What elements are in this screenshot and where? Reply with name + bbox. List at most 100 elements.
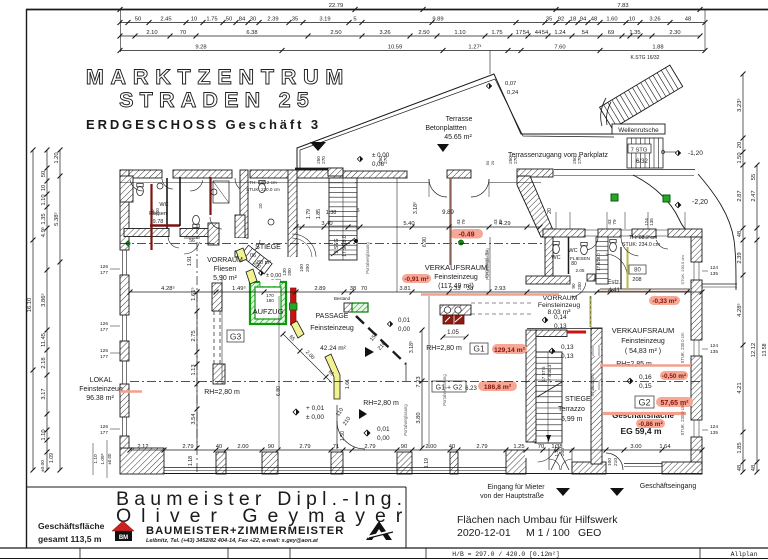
- svg-text:0,15: 0,15: [639, 383, 652, 390]
- svg-text:40: 40: [449, 444, 455, 450]
- svg-text:RH=2,80 m: RH=2,80 m: [204, 389, 240, 396]
- svg-text:Estz.: Estz.: [607, 280, 621, 286]
- svg-text:270: 270: [513, 156, 518, 164]
- svg-text:57,65 m²: 57,65 m²: [660, 400, 689, 407]
- svg-text:135: 135: [649, 218, 654, 226]
- svg-text:1.35: 1.35: [629, 30, 640, 36]
- svg-text:Eingang für Mieter: Eingang für Mieter: [487, 484, 545, 491]
- svg-text:2020-12-01: 2020-12-01: [457, 527, 511, 539]
- svg-text:-0,33 m²: -0,33 m²: [652, 298, 676, 305]
- svg-text:79: 79: [461, 219, 466, 225]
- svg-text:1.91: 1.91: [187, 256, 193, 266]
- svg-text:Portalvergl. Rü: Portalvergl. Rü: [484, 249, 489, 277]
- svg-text:1.18: 1.18: [188, 456, 194, 466]
- svg-text:WC: WC: [551, 255, 560, 261]
- svg-text:STIEGE: STIEGE: [565, 396, 591, 403]
- svg-text:10.59: 10.59: [388, 44, 403, 50]
- svg-text:8.03 m²: 8.03 m²: [547, 309, 571, 316]
- svg-text:± 0,00: ± 0,00: [306, 414, 324, 421]
- svg-text:48: 48: [591, 16, 597, 22]
- svg-text:54: 54: [582, 30, 589, 36]
- svg-text:2.79: 2.79: [364, 444, 375, 450]
- svg-text:STRADEN 25: STRADEN 25: [119, 88, 315, 112]
- svg-text:Geschäftsfläche: Geschäftsfläche: [612, 411, 674, 420]
- svg-text:0,13: 0,13: [561, 353, 574, 360]
- svg-text:STUK: 230.0 cm: STUK: 230.0 cm: [246, 187, 280, 192]
- svg-text:44: 44: [535, 30, 542, 36]
- svg-text:70: 70: [538, 444, 544, 450]
- svg-text:250: 250: [572, 156, 577, 164]
- svg-text:1.60: 1.60: [606, 16, 617, 22]
- svg-text:PASSAGE: PASSAGE: [316, 313, 349, 320]
- svg-text:0,14: 0,14: [554, 314, 567, 321]
- svg-text:17.9/28.0: 17.9/28.0: [596, 253, 601, 271]
- svg-text:5.38⁵: 5.38⁵: [53, 212, 60, 226]
- svg-text:56: 56: [189, 238, 195, 244]
- svg-text:80: 80: [150, 209, 155, 215]
- svg-text:5: 5: [356, 208, 359, 214]
- svg-text:0,00: 0,00: [377, 435, 390, 442]
- svg-text:79: 79: [498, 219, 503, 225]
- svg-text:2.79: 2.79: [299, 444, 310, 450]
- svg-text:5.40: 5.40: [403, 221, 414, 227]
- svg-text:71: 71: [333, 444, 339, 450]
- svg-text:1.24: 1.24: [554, 30, 566, 36]
- svg-text:17: 17: [516, 30, 522, 36]
- svg-text:9 STG: 9 STG: [334, 239, 340, 254]
- svg-text:210: 210: [342, 416, 352, 427]
- svg-text:10: 10: [629, 16, 635, 22]
- svg-text:3.23⁵: 3.23⁵: [736, 98, 743, 112]
- svg-text:1.49⁵: 1.49⁵: [232, 285, 246, 292]
- svg-text:FLIESEN: FLIESEN: [570, 256, 591, 262]
- svg-text:2.10: 2.10: [146, 30, 157, 36]
- svg-text:2.00: 2.00: [425, 444, 436, 450]
- svg-text:LOKAL: LOKAL: [90, 377, 113, 384]
- svg-text:35: 35: [546, 16, 552, 22]
- svg-text:G1: G1: [473, 343, 485, 353]
- svg-text:-1,20: -1,20: [688, 150, 703, 157]
- svg-text:7 STG: 7 STG: [631, 148, 648, 154]
- svg-text:G2: G2: [638, 397, 650, 407]
- svg-text:1.10: 1.10: [41, 429, 47, 440]
- svg-text:WC: WC: [159, 202, 168, 208]
- svg-text:7.23: 7.23: [416, 376, 422, 387]
- svg-text:1.38: 1.38: [326, 210, 337, 216]
- svg-text:2.30: 2.30: [669, 30, 680, 36]
- svg-text:4.28⁵: 4.28⁵: [736, 303, 743, 317]
- svg-text:124: 124: [710, 424, 718, 430]
- svg-text:3.00: 3.00: [630, 444, 641, 450]
- svg-text:2.50: 2.50: [330, 30, 341, 36]
- svg-text:Feinsteinzeug: Feinsteinzeug: [538, 302, 581, 309]
- svg-text:22.79: 22.79: [329, 3, 344, 9]
- svg-text:STUK. 230.0 cm: STUK. 230.0 cm: [680, 332, 685, 363]
- svg-text:1.88: 1.88: [652, 44, 663, 50]
- svg-text:BAUMEISTER+ZIMMERMEISTER: BAUMEISTER+ZIMMERMEISTER: [146, 525, 344, 537]
- svg-text:0,24: 0,24: [507, 90, 519, 96]
- svg-text:± 0,00: ± 0,00: [372, 152, 390, 159]
- svg-text:Terrazzo: Terrazzo: [558, 406, 585, 413]
- svg-text:92: 92: [558, 16, 564, 22]
- svg-text:17.9/28.0: 17.9/28.0: [342, 235, 348, 257]
- svg-text:TH: 88.2 cm: TH: 88.2 cm: [629, 235, 657, 241]
- svg-text:48: 48: [737, 231, 743, 237]
- svg-text:3.18⁵: 3.18⁵: [409, 341, 415, 353]
- svg-text:210: 210: [613, 458, 619, 466]
- svg-text:1.10: 1.10: [93, 454, 99, 464]
- svg-text:STUK. 230.0 cm: STUK. 230.0 cm: [680, 255, 685, 285]
- svg-text:9.89: 9.89: [442, 210, 454, 216]
- svg-text:55: 55: [751, 174, 757, 180]
- svg-text:0,00: 0,00: [398, 326, 411, 333]
- svg-text:1.27¹: 1.27¹: [468, 44, 481, 50]
- svg-text:177: 177: [100, 354, 108, 360]
- svg-text:177: 177: [100, 327, 108, 333]
- svg-text:35: 35: [292, 16, 298, 22]
- svg-text:2.05: 2.05: [576, 268, 585, 273]
- svg-text:5,90 m²: 5,90 m²: [213, 275, 237, 282]
- svg-text:208: 208: [632, 277, 641, 283]
- svg-text:6.23: 6.23: [465, 386, 477, 392]
- svg-text:7.83: 7.83: [617, 3, 628, 9]
- svg-text:135: 135: [710, 430, 718, 436]
- svg-text:48: 48: [737, 465, 743, 471]
- svg-text:135: 135: [710, 271, 718, 277]
- svg-text:gesamt 113,5 m: gesamt 113,5 m: [38, 534, 102, 544]
